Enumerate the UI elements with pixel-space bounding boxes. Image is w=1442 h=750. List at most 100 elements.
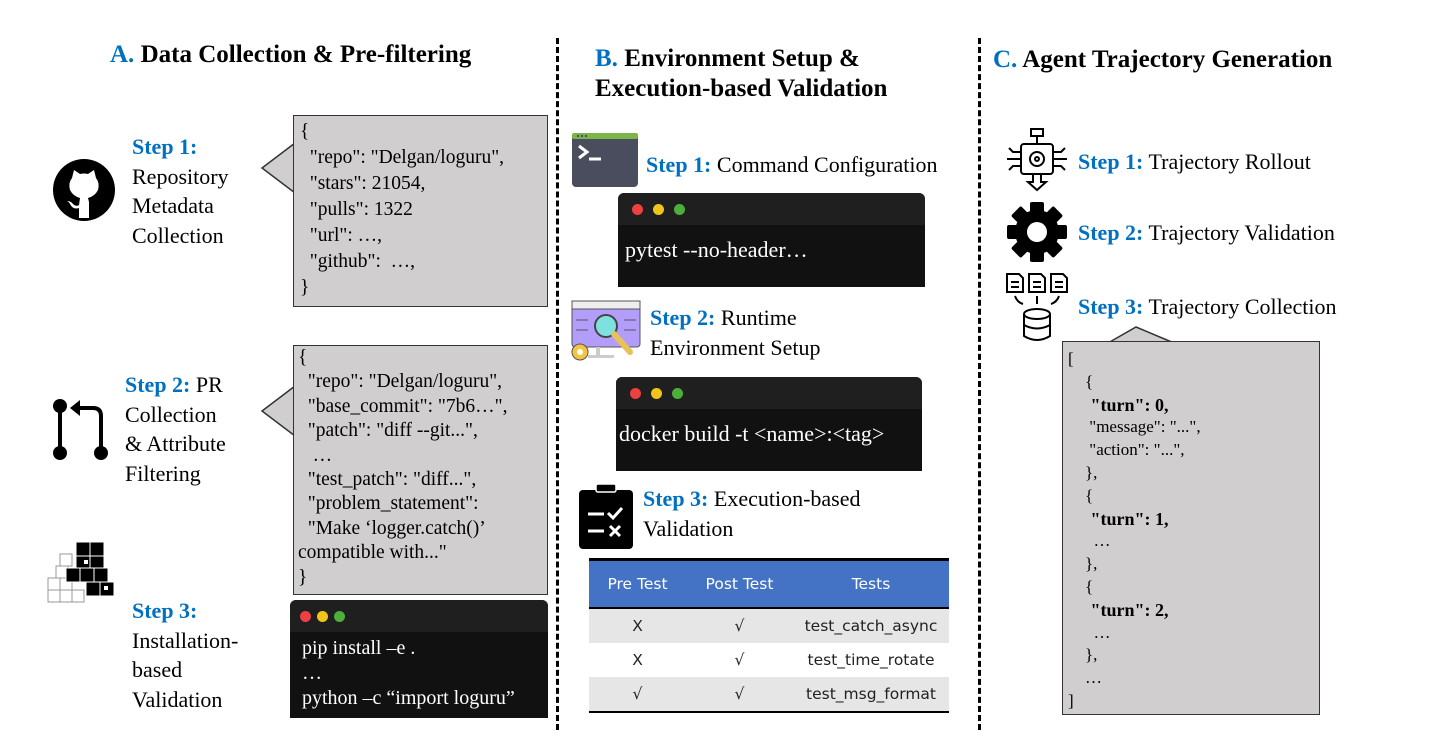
- json-line: }: [300, 277, 310, 298]
- callout-pointer: [260, 141, 296, 195]
- section-title-text: Execution-based Validation: [595, 75, 888, 102]
- database-icon: [1006, 273, 1068, 341]
- section-c-step3: Step 3: Trajectory Collection: [1078, 292, 1336, 322]
- table-row: X √ test_time_rotate: [589, 643, 949, 677]
- json-line: …: [1068, 668, 1102, 688]
- json-line: …: [1068, 622, 1111, 642]
- section-title-text: Environment Setup &: [624, 45, 860, 72]
- section-title-text: Agent Trajectory Generation: [1022, 46, 1333, 73]
- column-header: Post Test: [686, 558, 793, 609]
- maximize-dot-icon: [334, 611, 345, 622]
- json-line: …: [298, 444, 333, 466]
- section-b-step2: Step 2: Runtime Environment Setup: [650, 303, 820, 362]
- section-letter: B.: [595, 45, 618, 72]
- json-line: "turn": 1,: [1068, 508, 1169, 529]
- json-line: {: [1068, 576, 1094, 596]
- section-a-step2: Step 2: PR Collection & Attribute Filter…: [125, 370, 226, 488]
- minimize-dot-icon: [317, 611, 328, 622]
- github-icon: [53, 159, 115, 221]
- json-line: "Make ‘logger.catch()’: [298, 517, 486, 539]
- json-line: {: [300, 121, 310, 142]
- section-title-text: Data Collection & Pre-filtering: [140, 41, 472, 68]
- test-name-cell: test_catch_async: [793, 608, 949, 643]
- terminal-titlebar: [618, 193, 925, 225]
- json-line: "base_commit": "7b6…",: [298, 395, 508, 417]
- pre-test-cell: X: [589, 608, 686, 643]
- json-line: {: [298, 347, 308, 368]
- gear-icon: [1007, 202, 1067, 262]
- json-line: "message": "...",: [1068, 417, 1201, 437]
- section-a-title: A. Data Collection & Pre-filtering: [110, 40, 471, 70]
- table-row: √ √ test_msg_format: [589, 677, 949, 713]
- step-label: Step 2:: [650, 305, 716, 330]
- docker-terminal: docker build -t <name>:<tag>: [616, 377, 922, 471]
- step-text: Validation: [132, 686, 223, 712]
- post-test-cell: √: [686, 677, 793, 713]
- json-line: …: [1068, 531, 1111, 551]
- step-text: Trajectory Validation: [1143, 220, 1335, 245]
- json-line: [: [1068, 349, 1074, 368]
- step-text: Trajectory Rollout: [1143, 149, 1311, 174]
- json-line: "turn": 2,: [1068, 599, 1169, 620]
- ai-chip-icon: [1007, 128, 1067, 192]
- maximize-dot-icon: [672, 388, 683, 399]
- step-text: Validation: [643, 515, 734, 541]
- close-dot-icon: [630, 388, 641, 399]
- section-c-step2: Step 2: Trajectory Validation: [1078, 218, 1335, 248]
- terminal-titlebar: [616, 377, 922, 409]
- divider-a-b: [556, 38, 559, 730]
- step-text: Command Configuration: [711, 152, 938, 177]
- pre-test-cell: X: [632, 651, 643, 669]
- table-header-row: Pre Test Post Test Tests: [589, 558, 949, 609]
- repo-metadata-json: { "repo": "Delgan/loguru", "stars": 2105…: [293, 115, 548, 307]
- json-line: "github": …,: [300, 251, 416, 272]
- section-a-step3: Step 3: Installation- based Validation: [132, 596, 238, 714]
- json-line: compatible with...": [298, 542, 447, 564]
- terminal-line: …: [302, 662, 322, 684]
- json-line: "repo": "Delgan/loguru",: [298, 371, 503, 393]
- step-text: Filtering: [125, 460, 201, 486]
- json-line: "repo": "Delgan/loguru",: [300, 147, 505, 168]
- step-text: Collection: [132, 222, 224, 248]
- section-b-title: B. Environment Setup & Execution-based V…: [595, 44, 887, 104]
- step-text: based: [132, 657, 183, 683]
- json-line: "test_patch": "diff...",: [298, 468, 477, 490]
- json-line: "action": "...",: [1068, 440, 1185, 460]
- json-line: "url": …,: [300, 225, 382, 246]
- json-line: },: [1068, 554, 1098, 574]
- column-header: Pre Test: [589, 558, 686, 609]
- json-line: "patch": "diff --git...",: [298, 420, 478, 442]
- step-text: Collection: [125, 401, 217, 427]
- post-test-cell: √: [734, 651, 745, 669]
- table-row: X √ test_catch_async: [589, 608, 949, 643]
- terminal-icon: [572, 133, 638, 187]
- step-label: Step 1:: [1078, 149, 1144, 174]
- step-label: Step 2:: [125, 372, 191, 397]
- blocks-icon: [47, 541, 115, 603]
- step-text: & Attribute: [125, 431, 226, 457]
- terminal-line: pytest --no-header…: [625, 237, 808, 262]
- terminal-line: docker build -t <name>:<tag>: [619, 421, 885, 446]
- pytest-terminal: pytest --no-header…: [618, 193, 925, 287]
- section-c-step1: Step 1: Trajectory Rollout: [1078, 147, 1311, 177]
- minimize-dot-icon: [651, 388, 662, 399]
- json-line: "turn": 0,: [1068, 394, 1169, 415]
- step-label: Step 1:: [132, 134, 198, 159]
- step-label: Step 2:: [1078, 220, 1144, 245]
- divider-b-c: [978, 38, 981, 730]
- terminal-titlebar: [290, 600, 548, 632]
- step-text: Execution-based: [708, 486, 861, 511]
- step-text: Installation-: [132, 627, 239, 653]
- json-line: "problem_statement":: [298, 493, 479, 515]
- step-label: Step 1:: [646, 152, 712, 177]
- section-letter: C.: [993, 46, 1018, 73]
- post-test-cell: √: [686, 608, 793, 643]
- install-terminal: pip install –e . … python –c “import log…: [290, 600, 548, 718]
- callout-pointer: [260, 384, 296, 438]
- step-label: Step 3:: [1078, 294, 1144, 319]
- trajectory-json: [ { "turn": 0, "message": "...", "action…: [1062, 341, 1320, 715]
- step-text: PR: [190, 372, 223, 397]
- terminal-line: pip install –e .: [302, 637, 416, 659]
- section-a-step1: Step 1: Repository Metadata Collection: [132, 132, 229, 250]
- json-line: }: [298, 566, 308, 588]
